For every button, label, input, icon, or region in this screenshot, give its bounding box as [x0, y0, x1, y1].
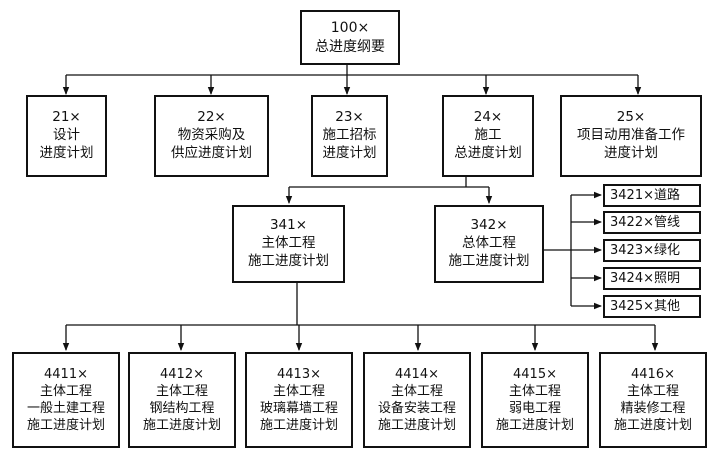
node-code: 100×: [330, 20, 370, 37]
node-4413-curtain-wall-schedule: 4413× 主体工程 玻璃幕墙工程 施工进度计划: [245, 352, 353, 448]
node-label: 一般土建工程: [26, 401, 105, 416]
node-code: 341×: [269, 217, 308, 234]
node-label: 设计: [53, 127, 80, 144]
node-3424-lighting: 3424×照明: [603, 267, 701, 290]
node-code: 25×: [616, 109, 646, 126]
node-3423-landscaping: 3423×绿化: [603, 239, 701, 262]
node-label: 施工进度计划: [142, 418, 221, 434]
node-label: 主体工程: [155, 383, 208, 399]
node-3422-pipelines: 3422×管线: [603, 211, 701, 234]
node-code: 4416×: [631, 366, 675, 382]
node-25-preparation-schedule: 25× 项目动用准备工作 进度计划: [560, 95, 702, 177]
node-label: 3422×管线: [610, 214, 680, 230]
node-label: 总体工程: [462, 235, 516, 252]
node-label: 施工进度计划: [448, 252, 530, 269]
node-23-bidding-schedule: 23× 施工招标 进度计划: [311, 95, 388, 177]
node-label: 主体工程: [626, 383, 679, 399]
node-label: 主体工程: [272, 383, 325, 399]
node-label: 进度计划: [322, 144, 377, 161]
node-label: 玻璃幕墙工程: [259, 401, 338, 416]
node-label: 3421×道路: [610, 187, 680, 203]
node-label: 施工招标: [322, 127, 377, 144]
node-label: 项目动用准备工作: [577, 127, 685, 144]
node-label: 钢结构工程: [149, 401, 215, 416]
node-label: 施工进度计划: [613, 418, 692, 434]
node-label: 施工进度计划: [377, 418, 456, 434]
node-label: 施工进度计划: [259, 418, 338, 434]
node-4415-low-voltage-schedule: 4415× 主体工程 弱电工程 施工进度计划: [481, 352, 589, 448]
node-4411-civil-works-schedule: 4411× 主体工程 一般土建工程 施工进度计划: [12, 352, 120, 448]
node-341-main-works-schedule: 341× 主体工程 施工进度计划: [232, 205, 345, 283]
node-4416-fit-out-schedule: 4416× 主体工程 精装修工程 施工进度计划: [599, 352, 707, 448]
node-3425-other: 3425×其他: [603, 295, 701, 318]
node-code: 23×: [335, 109, 364, 126]
node-code: 4411×: [44, 366, 88, 382]
node-342-general-works-schedule: 342× 总体工程 施工进度计划: [434, 205, 544, 283]
node-code: 342×: [470, 217, 508, 234]
node-label: 供应进度计划: [171, 144, 252, 161]
node-label: 施工进度计划: [248, 252, 329, 269]
node-label: 3423×绿化: [610, 242, 680, 258]
node-label: 施工进度计划: [495, 418, 574, 434]
node-label: 弱电工程: [508, 401, 561, 416]
node-code: 4415×: [513, 366, 557, 382]
node-code: 4413×: [277, 366, 321, 382]
node-code: 22×: [197, 109, 226, 126]
node-label: 精装修工程: [620, 401, 686, 416]
node-label: 总进度纲要: [315, 38, 385, 55]
node-22-procurement-schedule: 22× 物资采购及 供应进度计划: [154, 95, 269, 177]
node-4412-steel-structure-schedule: 4412× 主体工程 钢结构工程 施工进度计划: [128, 352, 236, 448]
node-code: 4412×: [160, 366, 204, 382]
node-code: 21×: [52, 109, 81, 126]
node-label: 施工进度计划: [26, 418, 105, 434]
node-3421-roads: 3421×道路: [603, 184, 701, 207]
node-code: 4414×: [395, 366, 439, 382]
node-label: 进度计划: [604, 144, 658, 161]
node-label: 主体工程: [390, 383, 443, 399]
node-label: 主体工程: [39, 383, 92, 399]
node-label: 主体工程: [508, 383, 561, 399]
node-label: 进度计划: [39, 144, 94, 161]
node-label: 主体工程: [261, 235, 316, 252]
node-label: 设备安装工程: [377, 401, 456, 416]
node-100-master-schedule: 100× 总进度纲要: [300, 10, 400, 65]
node-code: 24×: [473, 109, 503, 126]
node-label: 3424×照明: [610, 270, 680, 286]
node-21-design-schedule: 21× 设计 进度计划: [26, 95, 107, 177]
node-24-construction-schedule: 24× 施工 总进度计划: [442, 95, 534, 177]
node-label: 3425×其他: [610, 298, 680, 314]
node-4414-equipment-installation-schedule: 4414× 主体工程 设备安装工程 施工进度计划: [363, 352, 471, 448]
node-label: 物资采购及: [177, 127, 246, 144]
node-label: 施工: [474, 127, 502, 144]
node-label: 总进度计划: [454, 144, 522, 161]
